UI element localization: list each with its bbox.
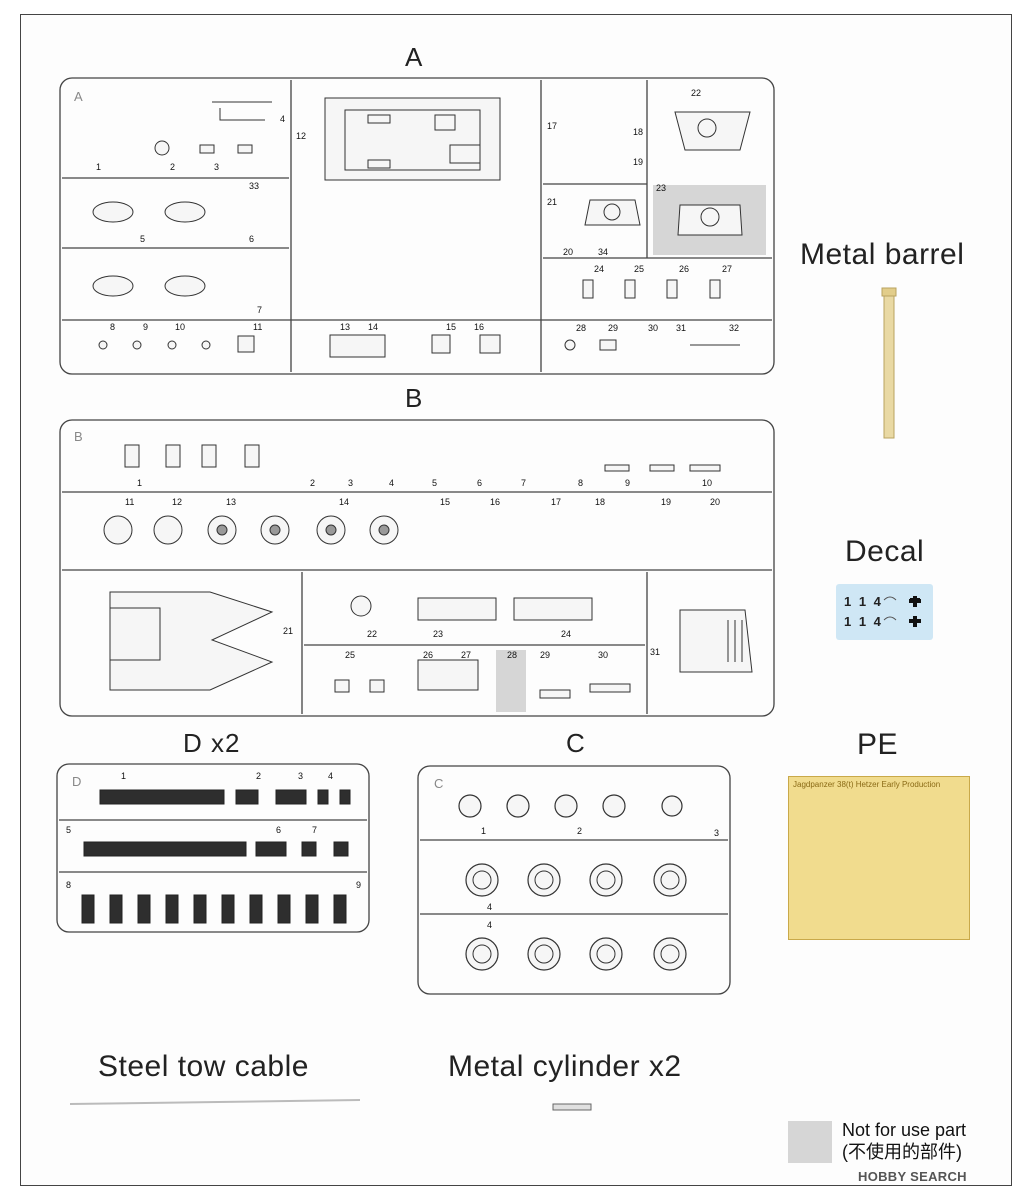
sprue-c-wheels <box>458 794 687 971</box>
balkenkreuz-icon <box>909 596 921 627</box>
sprue-a-frame <box>59 77 775 375</box>
legend: Not for use part (不使用的部件) <box>842 1119 966 1163</box>
sprue-d-frame <box>56 763 370 933</box>
sprue-c-title: C <box>566 728 586 758</box>
metal-cylinder-label: Metal cylinder x2 <box>448 1050 682 1083</box>
steel-tow-cable <box>69 1099 361 1105</box>
decal-row: 1 1 4 <box>844 614 883 629</box>
watermark: HOBBY SEARCH <box>858 1169 967 1184</box>
pe-label: PE <box>857 728 899 761</box>
decal-sheet: 1 1 4 1 1 4 <box>836 584 933 640</box>
photo-etch-fret: Jagdpanzer 38(t) Hetzer Early Production <box>788 776 970 940</box>
unused-regions <box>496 185 766 712</box>
sprue-d-title: D x2 <box>183 728 241 758</box>
steel-tow-cable-label: Steel tow cable <box>98 1050 309 1083</box>
not-for-use-swatch <box>788 1121 832 1163</box>
legend-line: (不使用的部件) <box>842 1142 962 1162</box>
metal-cylinder <box>552 1103 592 1111</box>
metal-barrel-label: Metal barrel <box>800 238 965 271</box>
metal-barrel <box>881 287 897 439</box>
sprue-b-frame <box>59 419 775 717</box>
sprue-a-parts <box>92 97 751 358</box>
sprue-b-parts <box>103 444 753 699</box>
sprue-a-title: A <box>405 42 424 72</box>
engine-deck <box>679 609 753 673</box>
sprue-d-track-links <box>81 789 351 924</box>
decal-row: 1 1 4 <box>844 594 883 609</box>
pe-fret-title: Jagdpanzer 38(t) Hetzer Early Production <box>793 780 941 789</box>
legend-line: Not for use part <box>842 1120 967 1140</box>
sprue-b-title: B <box>405 383 424 413</box>
decal-label: Decal <box>845 535 925 568</box>
sprue-c-frame <box>417 765 731 995</box>
lower-hull <box>109 591 274 691</box>
